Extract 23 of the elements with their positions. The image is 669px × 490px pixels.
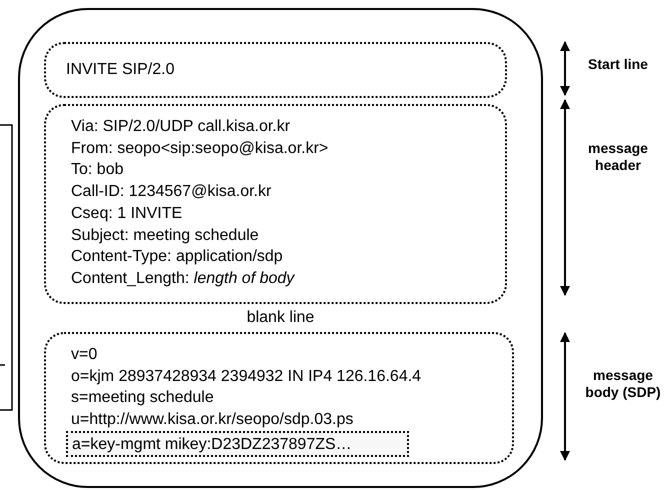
message-line: Subject: meeting schedule [71,226,260,246]
message-line: Content_Length: length of body [71,268,296,289]
message-line: Via: SIP/2.0/UDP call.kisa.or.kr [71,117,292,137]
message-line: Content-Type: application/sdp [71,247,284,268]
section-label: message header [587,140,649,174]
section-box [44,104,507,304]
section-box [44,332,514,464]
section-label: Start line [587,56,649,73]
message-line: u=http://www.kisa.or.kr/seopo/sdp.03.ps [71,410,354,430]
message-line: s=meeting schedule [71,388,215,408]
message-line: Call-ID: 1234567@kisa.or.kr [71,182,272,202]
message-line: INVITE SIP/2.0 [66,60,176,80]
separator-label: blank line [246,308,316,328]
message-line: To: bob [71,160,124,180]
message-line: v=0 [71,345,98,365]
message-frame [18,8,543,488]
section-box [44,42,507,98]
message-line: o=kjm 28937428934 2394932 IN IP4 126.16.64.4 [71,366,422,387]
message-line: a=key-mgmt mikey:D23DZ237897ZS… [72,435,353,455]
section-label: message body (SDP) [584,367,662,401]
message-line: From: seopo<sip:seopo@kisa.or.kr> [71,138,330,159]
message-line: Cseq: 1 INVITE [71,204,184,224]
field-box [66,431,409,457]
